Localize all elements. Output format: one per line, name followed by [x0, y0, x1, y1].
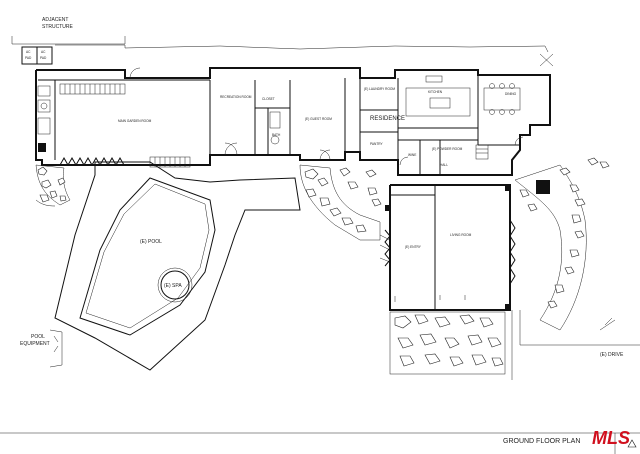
mls-logo-mark: MLS: [592, 428, 630, 448]
closet-label: CLOSET: [262, 97, 275, 101]
mls-logo: MLS: [592, 428, 630, 448]
drive-label: (E) DRIVE: [600, 352, 624, 358]
living-room-label: LIVING ROOM: [450, 233, 472, 237]
ac-pad-2-label-1: AC: [41, 50, 46, 54]
adjacent-structure-label-1: ADJACENT: [42, 17, 68, 23]
garden-stones-left: [35, 164, 71, 207]
laundry-label: (E) LAUNDRY ROOM: [364, 87, 395, 91]
kitchen-fixtures: [269, 75, 521, 145]
doors: [129, 67, 524, 263]
entry-label: (E) ENTRY: [405, 245, 422, 249]
mls-triangle-icon: [627, 439, 637, 448]
main-room-label: MAIN GARDEN ROOM: [118, 119, 152, 123]
stairs: [59, 83, 489, 168]
ac-pad-1-label-2: PAD: [25, 56, 32, 60]
pool-label: (E) POOL: [140, 239, 162, 245]
residence-label: RESIDENCE: [370, 116, 405, 122]
spa-label: (E) SPA: [164, 283, 182, 289]
guest-room-label: (E) GUEST ROOM: [305, 117, 332, 121]
living-wing: [384, 184, 516, 311]
ac-pad-2-label-2: PAD: [40, 56, 47, 60]
powder-label: (E) POWDER ROOM: [432, 147, 463, 151]
pool-equipment-label-1: POOL: [31, 334, 45, 340]
hall-label: HALL: [440, 163, 448, 167]
plan-title: GROUND FLOOR PLAN: [503, 438, 580, 445]
ac-pad-1-label-1: AC: [26, 50, 31, 54]
pantry-label: PANTRY: [370, 142, 384, 146]
ac-pads: AC PAD AC PAD: [21, 46, 53, 65]
dining-label: DINING: [505, 92, 517, 96]
wine-label: WINE: [408, 153, 416, 157]
stone-patio: [389, 311, 506, 375]
kitchen-label: KITCHEN: [428, 90, 443, 94]
bath-label: BATH: [272, 133, 281, 137]
house-outline: [35, 67, 551, 176]
pool-deck: [54, 161, 301, 371]
service-strip-fixtures: [37, 85, 51, 152]
garden-stones-right: [514, 157, 610, 331]
pool-equipment-label-2: EQUIPMENT: [20, 341, 50, 347]
adjacent-structure: ADJACENT STRUCTURE: [11, 17, 126, 45]
garden-stones-center: [299, 164, 382, 241]
spa-basin: [160, 270, 190, 300]
adjacent-structure-label-2: STRUCTURE: [42, 24, 73, 30]
recreation-label: RECREATION ROOM: [220, 95, 252, 99]
